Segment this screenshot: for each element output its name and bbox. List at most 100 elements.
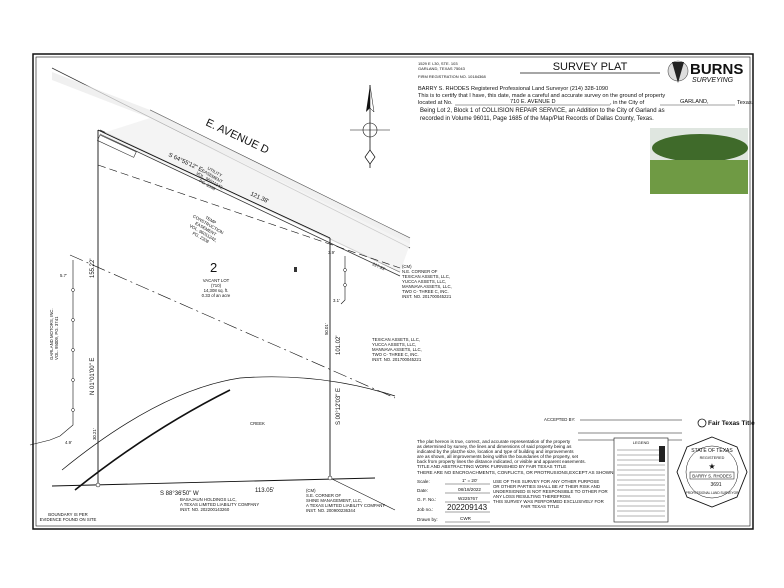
svg-text:as determined by survey, the l: as determined by survey, the lines and d… (417, 444, 572, 449)
svg-text:3691: 3691 (710, 482, 721, 488)
svg-text:A TEXAS LIMITED LIABILITY COMP: A TEXAS LIMITED LIABILITY COMPANY (180, 502, 259, 507)
disclaimer: USE OF THIS SURVEY FOR ANY OTHER PURPOSE… (493, 479, 608, 509)
offset-label: 3.1' (333, 298, 340, 303)
svg-text:GARLAND MOTORS, INC.: GARLAND MOTORS, INC. (49, 308, 54, 360)
svg-text:back from property lines the d: back from property lines the distance in… (417, 459, 586, 464)
svg-text:REGISTERED: REGISTERED (700, 456, 725, 460)
svg-text:INST. NO. 201700045221: INST. NO. 201700045221 (372, 357, 422, 362)
se-corner-label: (CM) S.E. CORNER OF SHINE MANAGEMENT, LL… (306, 488, 385, 513)
west-owner-label: GARLAND MOTORS, INC. VOL. 95009, PG. 374… (49, 308, 59, 360)
svg-text:Scale:: Scale: (417, 479, 430, 484)
fence-posts (71, 268, 347, 488)
svg-text:TEXICAN ASSETS, LLC,: TEXICAN ASSETS, LLC, (402, 274, 450, 279)
inner-border (35, 56, 751, 527)
lot-number: 2 (210, 260, 217, 275)
svg-text:Fair Texas Title: Fair Texas Title (708, 420, 755, 427)
svg-text:BOUNDARY IS PER: BOUNDARY IS PER (48, 512, 87, 517)
ne-corner-label: (CM) N.E. CORNER OF TEXICAN ASSETS, LLC,… (402, 264, 452, 299)
svg-text:202209143: 202209143 (447, 503, 488, 512)
city: GARLAND, (680, 99, 709, 105)
east-sub-distance: 50.01' (324, 323, 329, 335)
utility-marker (294, 267, 297, 272)
offset-label: 3.9' (328, 250, 335, 255)
svg-text:W225767: W225767 (458, 496, 478, 501)
svg-text:(CM): (CM) (306, 488, 316, 493)
city-prefix: , in the City of (610, 100, 645, 106)
svg-text:EVIDENCE FOUND ON SITE: EVIDENCE FOUND ON SITE (40, 517, 97, 522)
svg-text:YUCCA ASSETS, LLC,: YUCCA ASSETS, LLC, (372, 342, 416, 347)
west-distance: 155.22' (90, 259, 96, 279)
svg-text:08/18/2022: 08/18/2022 (458, 487, 481, 492)
east-owner-label: TEXICAN ASSETS, LLC, YUCCA ASSETS, LLC, … (372, 337, 422, 362)
svg-text:STATE OF TEXAS: STATE OF TEXAS (691, 448, 733, 454)
svg-text:VOL. 95009, PG. 3741: VOL. 95009, PG. 3741 (54, 316, 59, 360)
svg-text:INST. NO. 202200143260: INST. NO. 202200143260 (180, 507, 230, 512)
fair-texas-title-logo: Fair Texas Title (697, 418, 755, 428)
firm-address: 1529 E I-30, STE. 103 (418, 61, 458, 66)
svg-text:VACANT LOT: VACANT LOT (203, 278, 230, 283)
svg-text:SURVEYING: SURVEYING (692, 77, 734, 84)
west-bearing: N 01°01'00" E (90, 358, 96, 395)
svg-text:0.33 of an acre: 0.33 of an acre (202, 293, 231, 298)
south-bearing: S 88°36'50" W (160, 491, 199, 497)
svg-text:The plat hereon is true, corre: The plat hereon is true, correct, and ac… (417, 439, 571, 444)
temp-easement-label: TEMP CONSTRUCTION EASEMENT VOL. 96011242… (189, 214, 225, 245)
east-bearing: S 00°12'03" E (336, 388, 342, 425)
title-block: 1529 E I-30, STE. 103 GARLAND, TEXAS 750… (418, 60, 754, 122)
svg-text:TEXICAN ASSETS, LLC,: TEXICAN ASSETS, LLC, (372, 337, 420, 342)
svg-text:FAIR TEXAS TITLE: FAIR TEXAS TITLE (521, 504, 559, 509)
svg-text:THERE ARE NO ENCROACHMENTS, CO: THERE ARE NO ENCROACHMENTS, CONFLICTS, O… (417, 470, 615, 475)
svg-text:CWR: CWR (460, 516, 472, 521)
svg-text:Job no.:: Job no.: (417, 507, 433, 512)
svg-text:OR OTHER PARTIES SHALL BE AT T: OR OTHER PARTIES SHALL BE AT THEIR RISK … (493, 484, 600, 489)
svg-text:USE OF THIS SURVEY FOR ANY OTH: USE OF THIS SURVEY FOR ANY OTHER PURPOSE (493, 479, 599, 484)
svg-text:TITLE AND ABSTRACTING WORK FUR: TITLE AND ABSTRACTING WORK FURNISHED BY … (417, 464, 566, 469)
utility-easement-label: UTILITY EASEMENT VOL. 96011242, PG. 2308 (195, 166, 224, 192)
svg-text:14,308 sq. ft.: 14,308 sq. ft. (204, 288, 229, 293)
surveyor-seal: STATE OF TEXAS REGISTERED ★ BARRY S. RHO… (676, 436, 748, 508)
svg-text:INST. NO. 200900236344: INST. NO. 200900236344 (306, 508, 356, 513)
svg-text:PROFESSIONAL LAND SURVEYOR: PROFESSIONAL LAND SURVEYOR (686, 491, 739, 495)
creek-label: CREEK (250, 421, 265, 426)
svg-text:SHINE MANAGEMENT, LLC,: SHINE MANAGEMENT, LLC, (306, 498, 362, 503)
south-owner-label: BASAJAUN HOLDINGS LLC, A TEXAS LIMITED L… (180, 497, 259, 512)
svg-text:THIS SURVEY WAS PERFORMED EXCL: THIS SURVEY WAS PERFORMED EXCLUSIVELY FO… (493, 499, 604, 504)
svg-text:MANNAVA ASSETS, LLC,: MANNAVA ASSETS, LLC, (402, 284, 452, 289)
document-title: SURVEY PLAT (553, 61, 628, 73)
state: Texas. (737, 100, 754, 106)
svg-text:S.E. CORNER OF: S.E. CORNER OF (306, 493, 341, 498)
legal-description-1: Being Lot 2, Block 1 of COLLISION REPAIR… (420, 108, 665, 114)
svg-text:LEGEND: LEGEND (633, 440, 650, 445)
svg-text:★: ★ (708, 462, 715, 471)
svg-text:indicated by the plat;the size: indicated by the plat;the size, location… (417, 449, 574, 454)
east-distance: 101.02' (336, 336, 342, 356)
outer-border (32, 53, 754, 530)
certify-line: This is to certify that I have, this dat… (418, 93, 665, 99)
legal-description-2: recorded in Volume 96011, Page 1685 of t… (420, 116, 654, 122)
svg-text:BASAJAUN HOLDINGS LLC,: BASAJAUN HOLDINGS LLC, (180, 497, 237, 502)
legend: LEGEND (613, 437, 669, 523)
svg-text:Date:: Date: (417, 488, 428, 493)
svg-text:YUCCA ASSETS, LLC,: YUCCA ASSETS, LLC, (402, 279, 446, 284)
located-prefix: located at No. (418, 100, 453, 106)
svg-text:MANNAVA ASSETS, LLC,: MANNAVA ASSETS, LLC, (372, 347, 422, 352)
firm-city: GARLAND, TEXAS 75043 (418, 66, 466, 71)
svg-text:N.E. CORNER OF: N.E. CORNER OF (402, 269, 438, 274)
svg-text:are as shown, all improvements: are as shown, all improvements being wit… (417, 454, 579, 459)
certification-notes: The plat hereon is true, correct, and ac… (417, 439, 615, 475)
offset-label: 5.7' (60, 273, 67, 278)
svg-text:BARRY S. RHODES: BARRY S. RHODES (692, 474, 732, 479)
survey-fields: Scale: 1" = 20' Date: 08/18/2022 G. F. No.… (417, 478, 490, 523)
svg-text:G. F. No.:: G. F. No.: (417, 497, 436, 502)
corner-distance: 227.83' (372, 261, 387, 272)
property-boundary (29, 129, 401, 511)
svg-text:1" = 20': 1" = 20' (462, 478, 478, 483)
svg-text:(CM): (CM) (402, 264, 412, 269)
svg-text:UNDERSIGNED IS NOT RESPONSIBLE: UNDERSIGNED IS NOT RESPONSIBLE TO OTHER … (493, 489, 608, 494)
south-distance: 113.05' (255, 488, 274, 494)
svg-text:Drawn by:: Drawn by: (417, 517, 438, 522)
firm-registration: FIRM REGISTRATION NO. 10184368 (418, 74, 486, 79)
burns-logo: BURNS SURVEYING (667, 60, 743, 84)
svg-text:BURNS: BURNS (690, 61, 743, 78)
